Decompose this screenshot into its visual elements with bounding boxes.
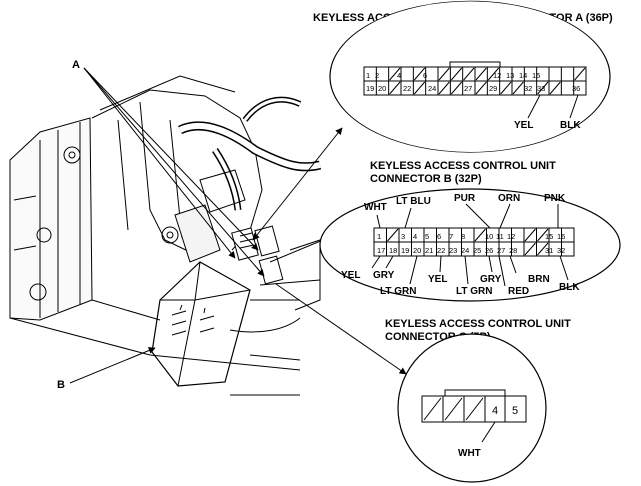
empty-cavity-mark xyxy=(438,81,450,95)
wire-b-lt-blu: LT BLU xyxy=(396,196,431,207)
empty-cavity-mark xyxy=(524,228,536,242)
pin-b-12: 12 xyxy=(507,232,515,241)
wire-b-yel-2: YEL xyxy=(428,274,447,285)
pin-b-32: 32 xyxy=(557,246,565,255)
pin-b-26: 26 xyxy=(485,246,493,255)
pin-b-3: 3 xyxy=(401,232,405,241)
pin-b-8: 8 xyxy=(461,232,465,241)
pin-b-24: 24 xyxy=(461,246,469,255)
connector-b-pin-labels: 1 3 4 5 6 7 8 10 11 12 15 16 17 18 19 20… xyxy=(377,232,565,255)
pin-a-4: 4 xyxy=(397,71,401,80)
callout-b-label: B xyxy=(57,379,65,391)
empty-cavity-mark xyxy=(463,67,475,81)
pin-b-27: 27 xyxy=(497,246,505,255)
pin-b-5: 5 xyxy=(425,232,429,241)
pin-a-20: 20 xyxy=(378,84,386,93)
pin-b-28: 28 xyxy=(509,246,517,255)
empty-cavity-mark xyxy=(438,67,450,81)
pin-b-15: 15 xyxy=(545,232,553,241)
pin-b-11: 11 xyxy=(496,232,504,241)
pin-a-36: 36 xyxy=(572,84,580,93)
wire-b-lt-grn-2: LT GRN xyxy=(456,286,492,297)
pin-b-7: 7 xyxy=(449,232,453,241)
pin-c-5: 5 xyxy=(512,405,518,417)
empty-cavity-mark xyxy=(389,67,401,81)
pin-b-25: 25 xyxy=(473,246,481,255)
empty-cavity-mark xyxy=(475,67,487,81)
connector-c: KEYLESS ACCESS CONTROL UNIT CONNECTOR C … xyxy=(385,318,571,483)
pin-b-21: 21 xyxy=(425,246,433,255)
pin-b-22: 22 xyxy=(437,246,445,255)
wire-c-wht: WHT xyxy=(458,448,481,459)
empty-cavity-mark xyxy=(413,81,426,95)
wire-b-orn: ORN xyxy=(498,193,520,204)
pin-b-1: 1 xyxy=(377,232,381,241)
vehicle-illustration xyxy=(9,75,322,396)
wire-a-yel: YEL xyxy=(514,120,533,131)
empty-cavity-mark xyxy=(474,228,486,242)
pin-a-29: 29 xyxy=(489,84,497,93)
callout-a: A xyxy=(72,59,265,277)
pin-a-33: 33 xyxy=(537,84,545,93)
pin-b-31: 31 xyxy=(545,246,553,255)
pin-a-27: 27 xyxy=(464,84,472,93)
empty-cavity-mark xyxy=(487,67,500,81)
connector-c-title-1: KEYLESS ACCESS CONTROL UNIT xyxy=(385,318,571,330)
empty-cavity-mark xyxy=(574,67,586,81)
empty-cavity-mark xyxy=(549,81,561,95)
pin-a-32: 32 xyxy=(524,84,532,93)
pin-c-4: 4 xyxy=(492,405,498,417)
pin-b-17: 17 xyxy=(377,246,385,255)
pin-a-22: 22 xyxy=(403,84,411,93)
pin-a-14: 14 xyxy=(519,71,527,80)
empty-cavity-mark xyxy=(450,81,463,95)
pin-b-23: 23 xyxy=(449,246,457,255)
pin-a-6: 6 xyxy=(423,71,427,80)
wire-b-pnk: PNK xyxy=(544,193,566,204)
pin-b-19: 19 xyxy=(401,246,409,255)
wire-b-red: RED xyxy=(508,286,529,297)
empty-cavity-mark xyxy=(537,242,549,256)
pin-b-4: 4 xyxy=(413,232,417,241)
pin-b-18: 18 xyxy=(389,246,397,255)
pin-a-13: 13 xyxy=(506,71,514,80)
wire-b-gry-2: GRY xyxy=(480,274,502,285)
pin-b-6: 6 xyxy=(437,232,441,241)
wire-b-pur: PUR xyxy=(454,193,476,204)
pin-a-15: 15 xyxy=(532,71,540,80)
empty-cavity-mark xyxy=(389,81,401,95)
empty-cavity-mark xyxy=(537,228,549,242)
wire-b-gry-1: GRY xyxy=(373,270,395,281)
pin-b-16: 16 xyxy=(557,232,565,241)
wire-b-lt-grn-1: LT GRN xyxy=(380,286,416,297)
empty-cavity-mark xyxy=(475,81,487,95)
wire-b-yel-1: YEL xyxy=(341,270,360,281)
connector-a-pin-labels: 1 2 4 6 12 13 14 15 19 20 22 24 27 29 32… xyxy=(366,71,580,93)
pin-a-1: 1 xyxy=(366,71,370,80)
empty-cavity-mark xyxy=(387,228,399,242)
wire-b-blk: BLK xyxy=(559,282,580,293)
callout-b: B xyxy=(57,347,156,391)
pin-a-19: 19 xyxy=(366,84,374,93)
connector-b: KEYLESS ACCESS CONTROL UNIT CONNECTOR B … xyxy=(319,160,621,302)
wire-b-wht: WHT xyxy=(364,202,387,213)
pin-a-2: 2 xyxy=(375,71,379,80)
connector-b-title-2: CONNECTOR B (32P) xyxy=(370,173,482,185)
pin-b-20: 20 xyxy=(413,246,421,255)
empty-cavity-mark xyxy=(512,81,524,95)
pin-a-24: 24 xyxy=(428,84,436,93)
wire-a-blk: BLK xyxy=(560,120,581,131)
empty-cavity-mark xyxy=(537,81,549,95)
empty-cavity-mark xyxy=(500,81,512,95)
connector-a: KEYLESS ACCESS CONTROL UNIT CONNECTOR A … xyxy=(313,0,613,153)
connector-b-title-1: KEYLESS ACCESS CONTROL UNIT xyxy=(370,160,556,172)
empty-cavity-mark xyxy=(413,67,426,81)
wire-b-brn: BRN xyxy=(528,274,550,285)
pin-b-10: 10 xyxy=(485,232,493,241)
callout-a-label: A xyxy=(72,59,80,71)
empty-cavity-mark xyxy=(524,242,536,256)
pin-a-12: 12 xyxy=(493,71,501,80)
empty-cavity-mark xyxy=(450,67,463,81)
